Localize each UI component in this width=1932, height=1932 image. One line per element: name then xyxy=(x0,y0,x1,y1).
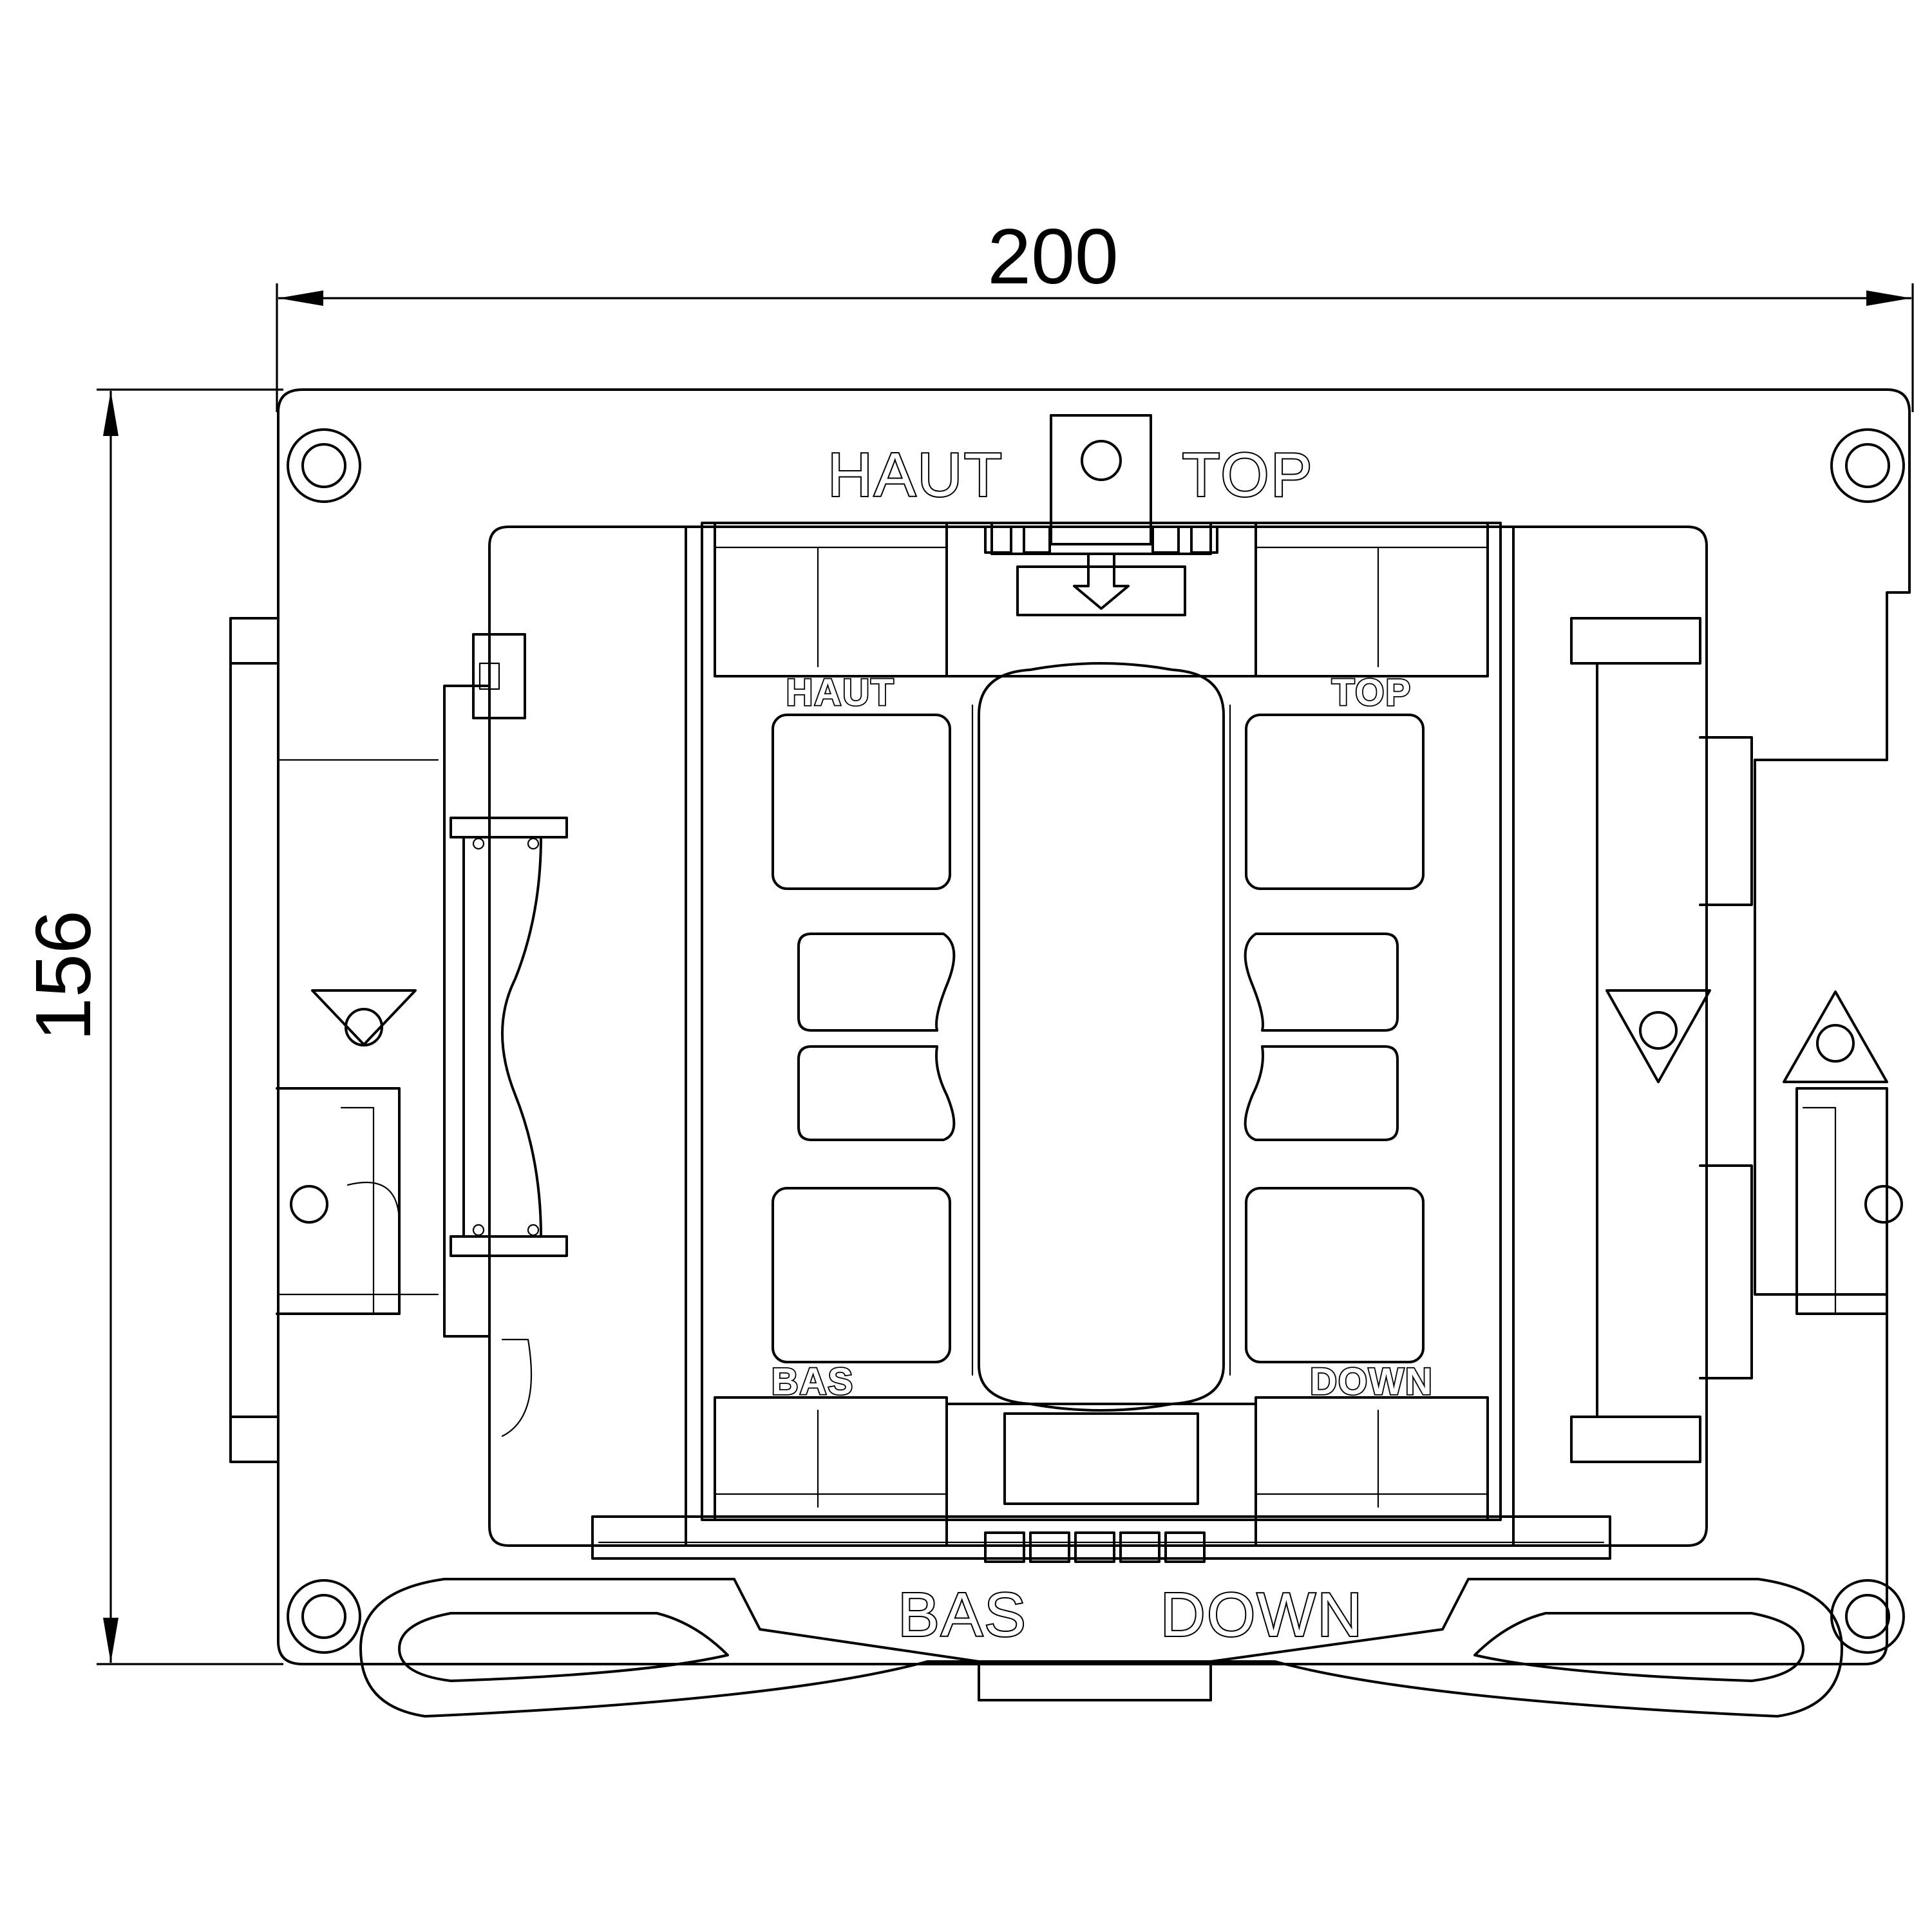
right-direction-triangle-down xyxy=(1605,989,1711,1083)
slot-left-upper xyxy=(797,933,956,1032)
panel-label-bas: BAS xyxy=(772,1361,854,1403)
window-bottom-left xyxy=(772,1187,951,1363)
panel-label-haut: HAUT xyxy=(786,672,895,714)
mounting-hole-top-left xyxy=(287,428,361,503)
right-side-bracket xyxy=(1570,617,1903,1463)
width-dimension: 200 xyxy=(276,213,1914,412)
left-direction-triangle xyxy=(311,989,417,1046)
mounting-hole-bottom-right xyxy=(1830,1579,1905,1654)
left-latch xyxy=(443,633,568,1437)
right-side-hole xyxy=(1864,1185,1903,1224)
height-dimension: 156 xyxy=(19,388,283,1665)
slot-right-upper xyxy=(1244,933,1399,1032)
mounting-hole-bottom-left xyxy=(287,1579,361,1654)
panel-label-down: DOWN xyxy=(1310,1361,1434,1403)
slot-right-lower xyxy=(1244,1045,1399,1141)
height-dimension-value: 156 xyxy=(19,910,107,1041)
window-top-left xyxy=(772,714,951,890)
mounting-hole-top-right xyxy=(1830,428,1905,503)
label-top-top: TOP xyxy=(1182,440,1314,509)
right-direction-triangle-up xyxy=(1783,990,1888,1083)
panel-label-top: TOP xyxy=(1332,672,1412,714)
top-down-arrow xyxy=(1073,553,1130,610)
slot-left-lower xyxy=(797,1045,956,1141)
top-catch xyxy=(945,414,1257,677)
top-pin-hole xyxy=(1081,440,1122,481)
width-dimension-value: 200 xyxy=(987,213,1119,300)
bottom-catch xyxy=(945,1403,1257,1563)
bottom-handle xyxy=(359,1578,1843,1718)
label-top-haut: HAUT xyxy=(828,440,1003,509)
window-top-right xyxy=(1245,714,1425,890)
top-pin-housing xyxy=(1050,414,1152,545)
center-frame xyxy=(488,526,1708,1547)
label-bottom-bas: BAS xyxy=(898,1580,1027,1649)
window-bottom-right xyxy=(1245,1187,1425,1363)
base-plate xyxy=(277,388,1911,1665)
panel-windows xyxy=(772,714,1425,1363)
label-bottom-down: DOWN xyxy=(1160,1580,1364,1649)
bottom-rail xyxy=(591,1515,1611,1560)
left-side-hole xyxy=(290,1185,328,1224)
center-capsule xyxy=(971,662,1231,1412)
left-side-bracket xyxy=(229,617,417,1463)
